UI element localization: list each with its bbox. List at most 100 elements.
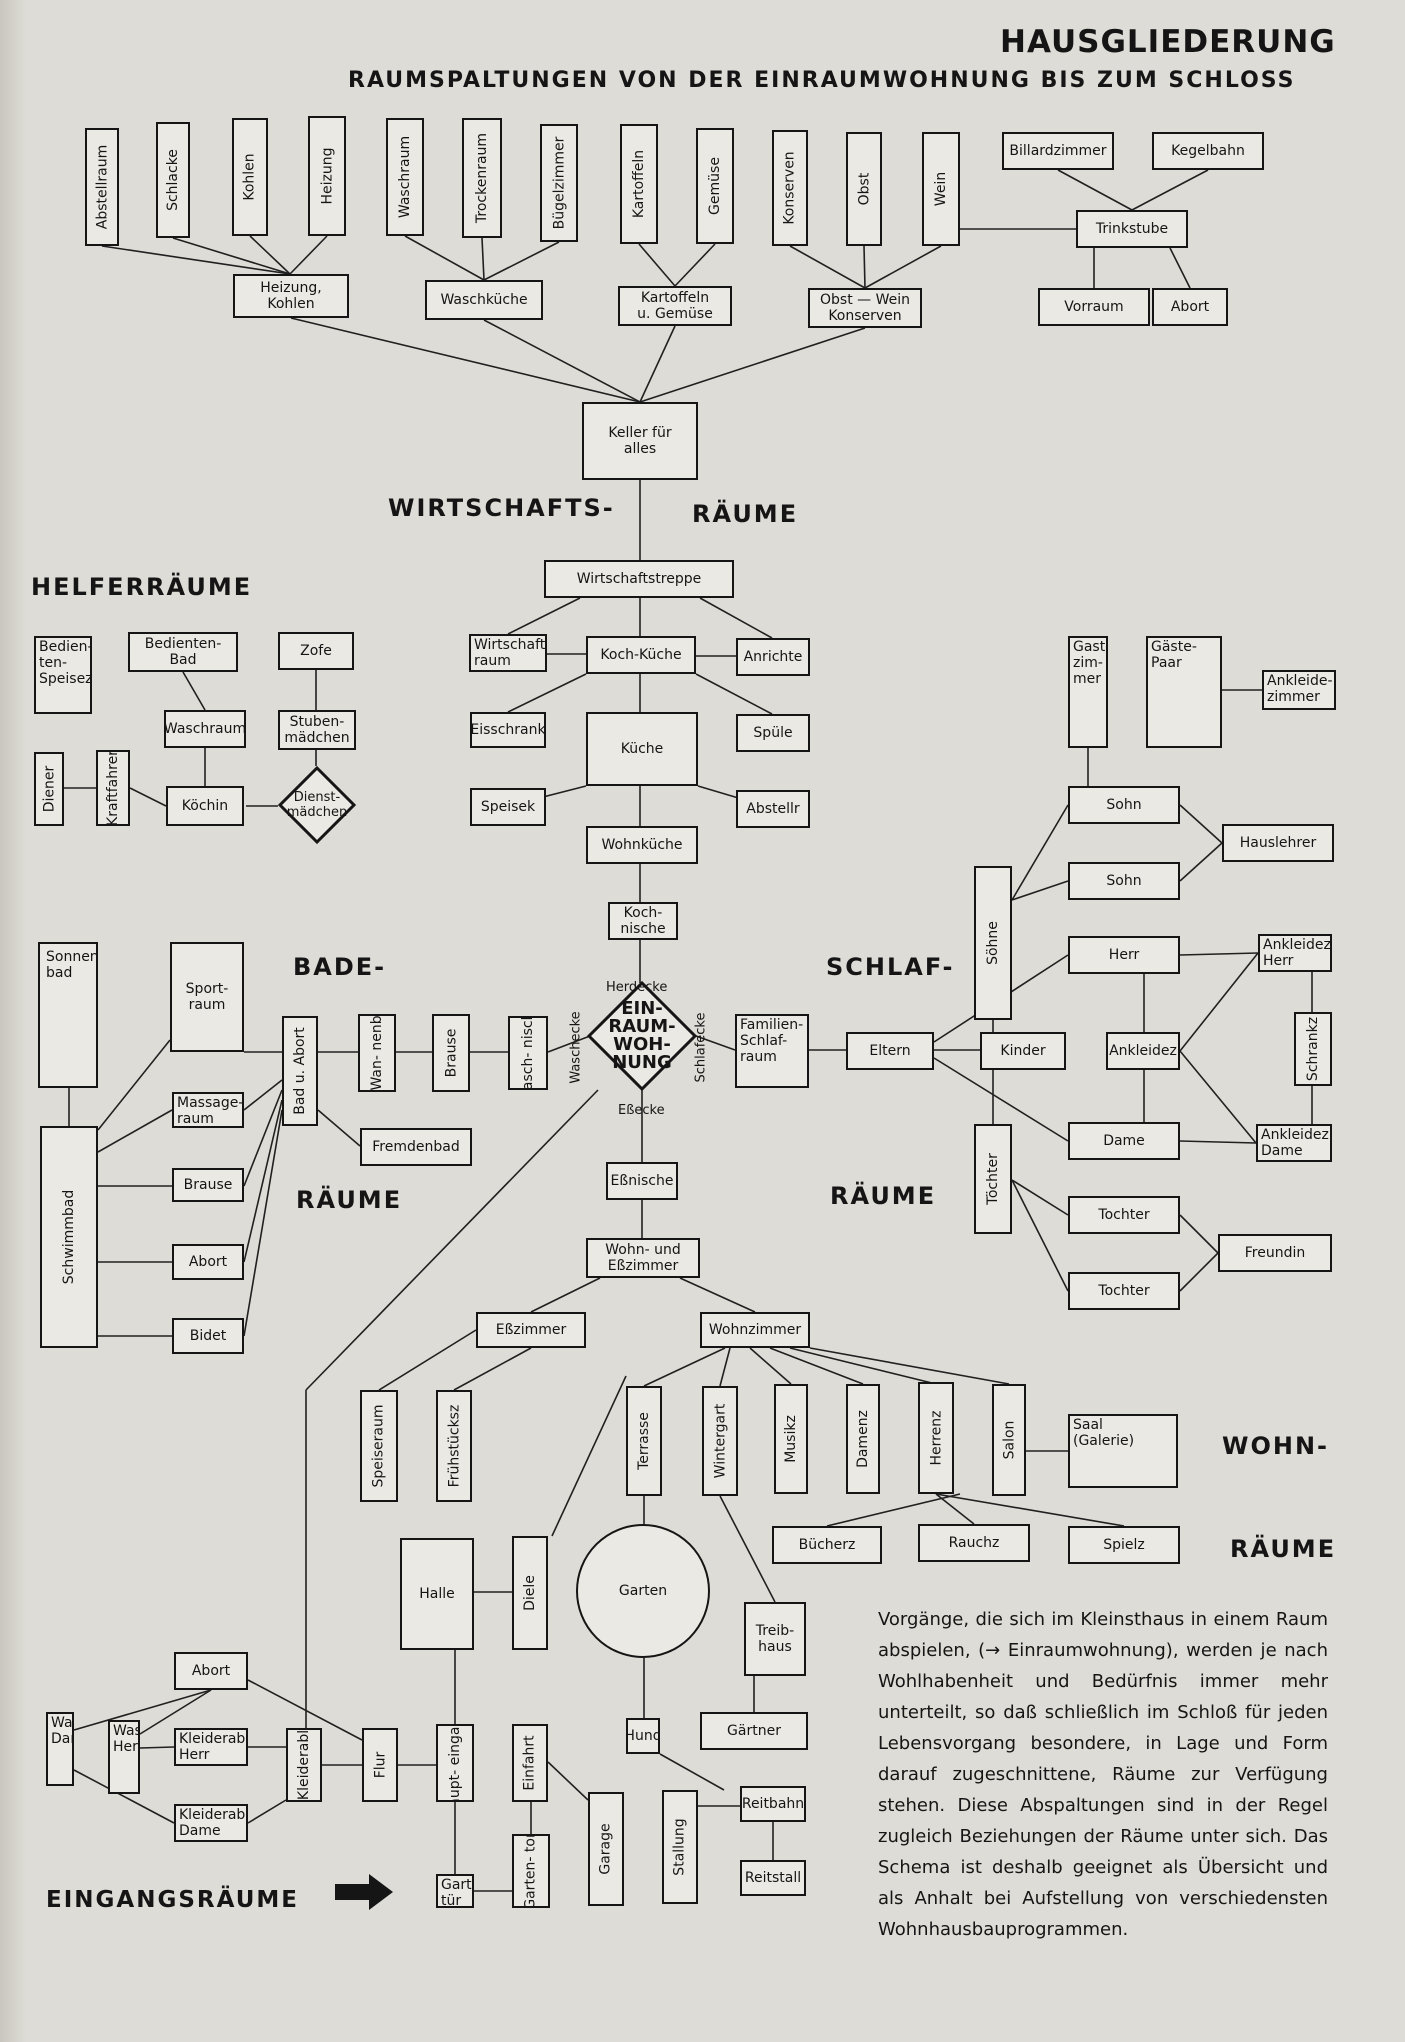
room-keller: Keller für alles [582, 402, 698, 480]
room-sonnenbad: Sonnen- bad [38, 942, 98, 1088]
room-kartoffeln: Kartoffeln [620, 124, 658, 244]
room-bidet: Bidet [172, 1318, 244, 1354]
room-sohn1: Sohn [1068, 786, 1180, 824]
room-diele: Diele [512, 1536, 548, 1650]
room-label-garage: Garage [598, 1823, 615, 1875]
connector-line [1179, 952, 1259, 1052]
connector-line [378, 1329, 477, 1391]
room-kegelbahn: Kegelbahn [1152, 132, 1264, 170]
room-kraftfahrer: Kraftfahrer [96, 750, 130, 826]
section-label-wohn-raeume: RÄUME [1230, 1535, 1337, 1563]
connector-line [789, 1347, 937, 1385]
room-abort-e: Abort [174, 1652, 248, 1690]
room-herr: Herr [1068, 936, 1180, 974]
connector-line [1011, 880, 1069, 901]
room-kleiderabl-dame: Kleiderabl Dame [174, 1804, 248, 1842]
room-label-kraftfahrer: Kraftfahrer [105, 750, 122, 826]
room-heizung-kohlen: Heizung, Kohlen [233, 274, 349, 318]
room-label-wohnkueche: Wohnküche [601, 837, 683, 853]
room-label-billardzimmer: Billardzimmer [1009, 143, 1107, 159]
room-waschraum-k: Waschraum [386, 118, 424, 236]
connector-line [935, 1493, 1125, 1527]
section-label-wohn: WOHN- [1222, 1432, 1330, 1460]
room-label-heizung: Heizung [319, 147, 336, 205]
room-obst-wein: Obst — Wein Konserven [808, 288, 922, 328]
essecke-label: Eßecke [618, 1103, 665, 1118]
room-label-tochter1: Tochter [1098, 1207, 1150, 1223]
connector-line [305, 1089, 599, 1391]
room-wirtschaftstreppe: Wirtschaftstreppe [544, 560, 734, 598]
connector-line [639, 327, 866, 403]
room-label-kinder: Kinder [1000, 1043, 1046, 1059]
page-subtitle: RAUMSPALTUNGEN VON DER EINRAUMWOHNUNG BI… [348, 68, 1296, 93]
room-label-wein: Wein [933, 171, 949, 207]
connector-line [73, 1769, 175, 1824]
einraumwohnung-diamond-shape [586, 980, 698, 1092]
room-label-kochkueche: Koch-Küche [600, 647, 682, 663]
room-label-kochnische: Koch- nische [620, 905, 666, 937]
room-label-kartoffeln-gemuese: Kartoffeln u. Gemüse [637, 290, 713, 322]
room-saal: Saal (Galerie) [1068, 1414, 1178, 1488]
connector-line [1179, 1140, 1257, 1144]
connector-line [1131, 169, 1209, 211]
room-label-wirtschaftstreppe: Wirtschaftstreppe [576, 571, 702, 587]
connector-line [243, 1109, 283, 1337]
room-garten: Garten [576, 1524, 710, 1658]
room-label-buegelzimmer: Bügelzimmer [551, 136, 567, 230]
room-kleiderabl-herr: Kleiderabl Herr [174, 1728, 248, 1766]
room-label-hund: Hund [626, 1728, 660, 1744]
room-garage: Garage [588, 1792, 624, 1906]
connector-line [139, 1746, 175, 1749]
room-label-ankleidez: Ankleidez [1109, 1043, 1177, 1059]
connector-line [1179, 1050, 1257, 1144]
room-schwimmbad: Schwimmbad [40, 1126, 98, 1348]
connector-line [172, 237, 291, 275]
room-tochter2: Tochter [1068, 1272, 1180, 1310]
room-abort-k: Abort [1152, 288, 1228, 326]
explanatory-note: Vorgänge, die sich im Kleinsthaus in ein… [878, 1609, 1328, 1940]
connector-line [551, 1375, 627, 1537]
room-label-sportraum: Sport- raum [185, 981, 229, 1013]
room-label-koechin: Köchin [181, 798, 229, 814]
room-label-heizung-kohlen: Heizung, Kohlen [260, 280, 322, 312]
connector-line [659, 1753, 725, 1791]
room-label-bad-abort: Bad u. Abort [292, 1027, 309, 1115]
room-label-halle: Halle [419, 1586, 455, 1602]
room-ankleidezimmer: Ankleide- zimmer [1262, 670, 1336, 710]
room-label-soehne: Söhne [985, 921, 1001, 965]
room-label-abort-k: Abort [1170, 299, 1210, 315]
room-brause-b: Brause [172, 1168, 244, 1202]
room-esszimmer: Eßzimmer [476, 1312, 586, 1348]
connector-line [1179, 1214, 1219, 1254]
connector-line [789, 245, 866, 289]
room-brause: Brause [432, 1014, 470, 1092]
connector-line [481, 237, 485, 281]
room-damenz: Damenz [846, 1384, 880, 1494]
room-kohlen: Kohlen [232, 118, 268, 236]
room-bedienten-bad: Bedienten-Bad [128, 632, 238, 672]
room-label-waschnische: Wasch- nische [520, 1016, 537, 1090]
room-label-buecherz: Bücherz [798, 1537, 856, 1553]
room-label-obst: Obst [856, 172, 873, 206]
section-label-helfer: HELFERRÄUME [31, 573, 253, 601]
connector-line [182, 671, 206, 711]
room-label-ankleidezimmer: Ankleide- zimmer [1267, 673, 1333, 705]
room-stubenmaedchen: Stuben- mädchen [278, 710, 356, 750]
room-schrankz: Schrankz [1294, 1012, 1332, 1086]
room-label-waschraum-h: Waschraum [164, 721, 246, 737]
room-ankleidez: Ankleidez [1106, 1032, 1180, 1070]
room-label-tochter2: Tochter [1098, 1283, 1150, 1299]
room-buegelzimmer: Bügelzimmer [540, 124, 578, 242]
room-label-konserven: Konserven [782, 151, 799, 225]
room-label-musikz: Musikz [783, 1415, 799, 1463]
connector-line [249, 235, 291, 275]
connector-line [317, 1109, 361, 1147]
room-label-diele: Diele [522, 1575, 539, 1611]
connector-line [719, 1347, 731, 1387]
room-tochter1: Tochter [1068, 1196, 1180, 1234]
room-label-sohn1: Sohn [1106, 797, 1142, 813]
room-label-treibhaus: Treib- haus [755, 1623, 795, 1655]
room-label-familienschlafraum: Familien- Schlaf- raum [740, 1017, 804, 1065]
room-label-diener: Diener [41, 765, 57, 813]
